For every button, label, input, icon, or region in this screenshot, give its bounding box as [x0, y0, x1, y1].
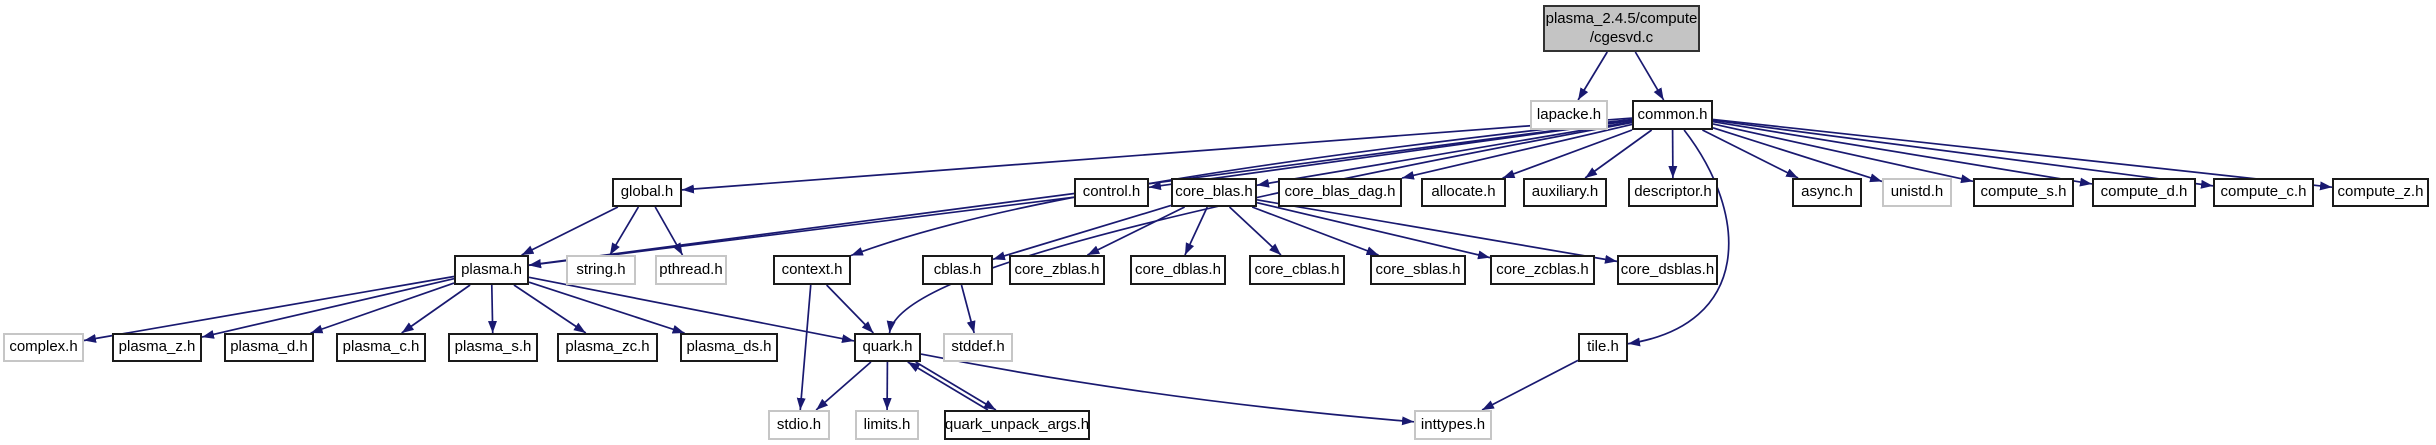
edge-plasma-h-to-plasma-s-h	[487, 284, 497, 334]
edge-quark-h-to-quark-unpack-args-h	[915, 361, 997, 411]
node-core-cblas-h[interactable]: core_cblas.h	[1249, 255, 1345, 285]
edge-common-h-to-async-h	[1702, 129, 1799, 179]
node-quark-h[interactable]: quark.h	[854, 333, 921, 362]
node-compute-d-h[interactable]: compute_d.h	[2092, 178, 2196, 207]
node-core-sblas-h[interactable]: core_sblas.h	[1370, 255, 1466, 285]
edge-plasma-h-to-quark-h	[528, 276, 855, 344]
edge-cgesvd-c-to-common-h	[1634, 51, 1665, 101]
node-auxiliary-h[interactable]: auxiliary.h	[1523, 178, 1607, 207]
edge-context-h-to-quark-h	[826, 284, 874, 334]
node-stddef-h: stddef.h	[943, 333, 1013, 362]
node-plasma-h[interactable]: plasma.h	[454, 255, 529, 285]
edge-core-blas-h-to-cblas-h	[992, 204, 1172, 261]
node-plasma-c-h[interactable]: plasma_c.h	[336, 333, 426, 362]
node-unistd-h: unistd.h	[1882, 178, 1952, 207]
node-core-blas-dag-h[interactable]: core_blas_dag.h	[1278, 178, 1402, 207]
node-plasma-d-h[interactable]: plasma_d.h	[224, 333, 314, 362]
edge-common-h-to-core-blas-dag-h	[1401, 123, 1633, 180]
edge-plasma-h-to-plasma-d-h	[310, 282, 455, 334]
edge-quark-unpack-args-h-to-quark-h	[907, 361, 989, 411]
node-lapacke-h: lapacke.h	[1530, 100, 1608, 130]
node-core-dblas-h[interactable]: core_dblas.h	[1130, 255, 1226, 285]
node-allocate-h[interactable]: allocate.h	[1421, 178, 1506, 207]
edge-core-blas-h-to-core-zcblas-h	[1256, 201, 1491, 260]
edge-global-h-to-pthread-h	[654, 206, 684, 256]
edge-core-blas-h-to-core-cblas-h	[1228, 206, 1282, 256]
edge-common-h-to-compute-d-h	[1712, 120, 2093, 187]
edge-common-h-to-quark-h	[886, 121, 1633, 334]
node-plasma-s-h[interactable]: plasma_s.h	[448, 333, 538, 362]
edge-core-blas-h-to-core-zblas-h	[1087, 206, 1186, 256]
node-compute-c-h[interactable]: compute_c.h	[2213, 178, 2314, 207]
edge-context-h-to-stdio-h	[796, 284, 812, 411]
edge-plasma-h-to-plasma-c-h	[401, 284, 471, 334]
edge-quark-h-to-stdio-h	[815, 361, 872, 411]
edge-common-h-to-tile-h	[1627, 129, 1730, 347]
node-core-zcblas-h[interactable]: core_zcblas.h	[1490, 255, 1595, 285]
node-stdio-h: stdio.h	[768, 410, 830, 440]
edge-global-h-to-string-h	[609, 206, 640, 256]
edge-common-h-to-compute-s-h	[1712, 123, 1974, 184]
edge-common-h-to-auxiliary-h	[1584, 129, 1653, 179]
node-compute-z-h[interactable]: compute_z.h	[2332, 178, 2429, 207]
edge-plasma-h-to-plasma-z-h	[201, 277, 455, 339]
edge-common-h-to-compute-z-h	[1712, 118, 2333, 191]
edge-cgesvd-c-to-lapacke-h	[1577, 51, 1608, 101]
edge-quark-h-to-inttypes-h	[920, 353, 1415, 426]
edge-plasma-h-to-plasma-ds-h	[528, 281, 685, 334]
node-global-h[interactable]: global.h	[612, 178, 682, 207]
node-common-h[interactable]: common.h	[1632, 100, 1713, 130]
edge-global-h-to-plasma-h	[521, 206, 619, 256]
edge-plasma-h-to-plasma-zc-h	[513, 284, 587, 334]
edge-common-h-to-compute-c-h	[1712, 119, 2214, 189]
node-complex-h: complex.h	[3, 333, 84, 362]
edge-common-h-to-allocate-h	[1502, 129, 1633, 179]
node-pthread-h: pthread.h	[655, 255, 727, 285]
node-core-dsblas-h[interactable]: core_dsblas.h	[1617, 255, 1718, 285]
node-core-zblas-h[interactable]: core_zblas.h	[1009, 255, 1105, 285]
node-plasma-zc-h[interactable]: plasma_zc.h	[557, 333, 658, 362]
node-plasma-ds-h[interactable]: plasma_ds.h	[680, 333, 778, 362]
node-cgesvd-c: plasma_2.4.5/compute /cgesvd.c	[1543, 5, 1700, 52]
edge-common-h-to-global-h	[681, 117, 1633, 194]
node-cblas-h[interactable]: cblas.h	[922, 255, 993, 285]
node-quark-unpack-args-h[interactable]: quark_unpack_args.h	[944, 410, 1090, 440]
node-string-h: string.h	[566, 255, 636, 285]
node-control-h[interactable]: control.h	[1074, 178, 1149, 207]
edge-cblas-h-to-stddef-h	[960, 284, 976, 334]
node-async-h[interactable]: async.h	[1792, 178, 1862, 207]
edge-common-h-to-core-blas-h	[1256, 121, 1633, 188]
node-descriptor-h[interactable]: descriptor.h	[1628, 178, 1718, 207]
node-tile-h[interactable]: tile.h	[1578, 333, 1628, 362]
edge-core-blas-h-to-core-dsblas-h	[1256, 199, 1618, 264]
node-plasma-z-h[interactable]: plasma_z.h	[112, 333, 202, 362]
node-compute-s-h[interactable]: compute_s.h	[1973, 178, 2074, 207]
edge-core-blas-h-to-core-dblas-h	[1184, 206, 1209, 256]
edge-plasma-h-to-complex-h	[83, 275, 455, 343]
node-context-h[interactable]: context.h	[773, 255, 851, 285]
node-limits-h: limits.h	[855, 410, 919, 440]
edge-tile-h-to-inttypes-h	[1481, 359, 1579, 411]
node-inttypes-h: inttypes.h	[1414, 410, 1492, 440]
edge-core-blas-h-to-core-sblas-h	[1251, 206, 1379, 256]
edge-common-h-to-unistd-h	[1712, 127, 1883, 183]
node-core-blas-h[interactable]: core_blas.h	[1171, 178, 1257, 207]
